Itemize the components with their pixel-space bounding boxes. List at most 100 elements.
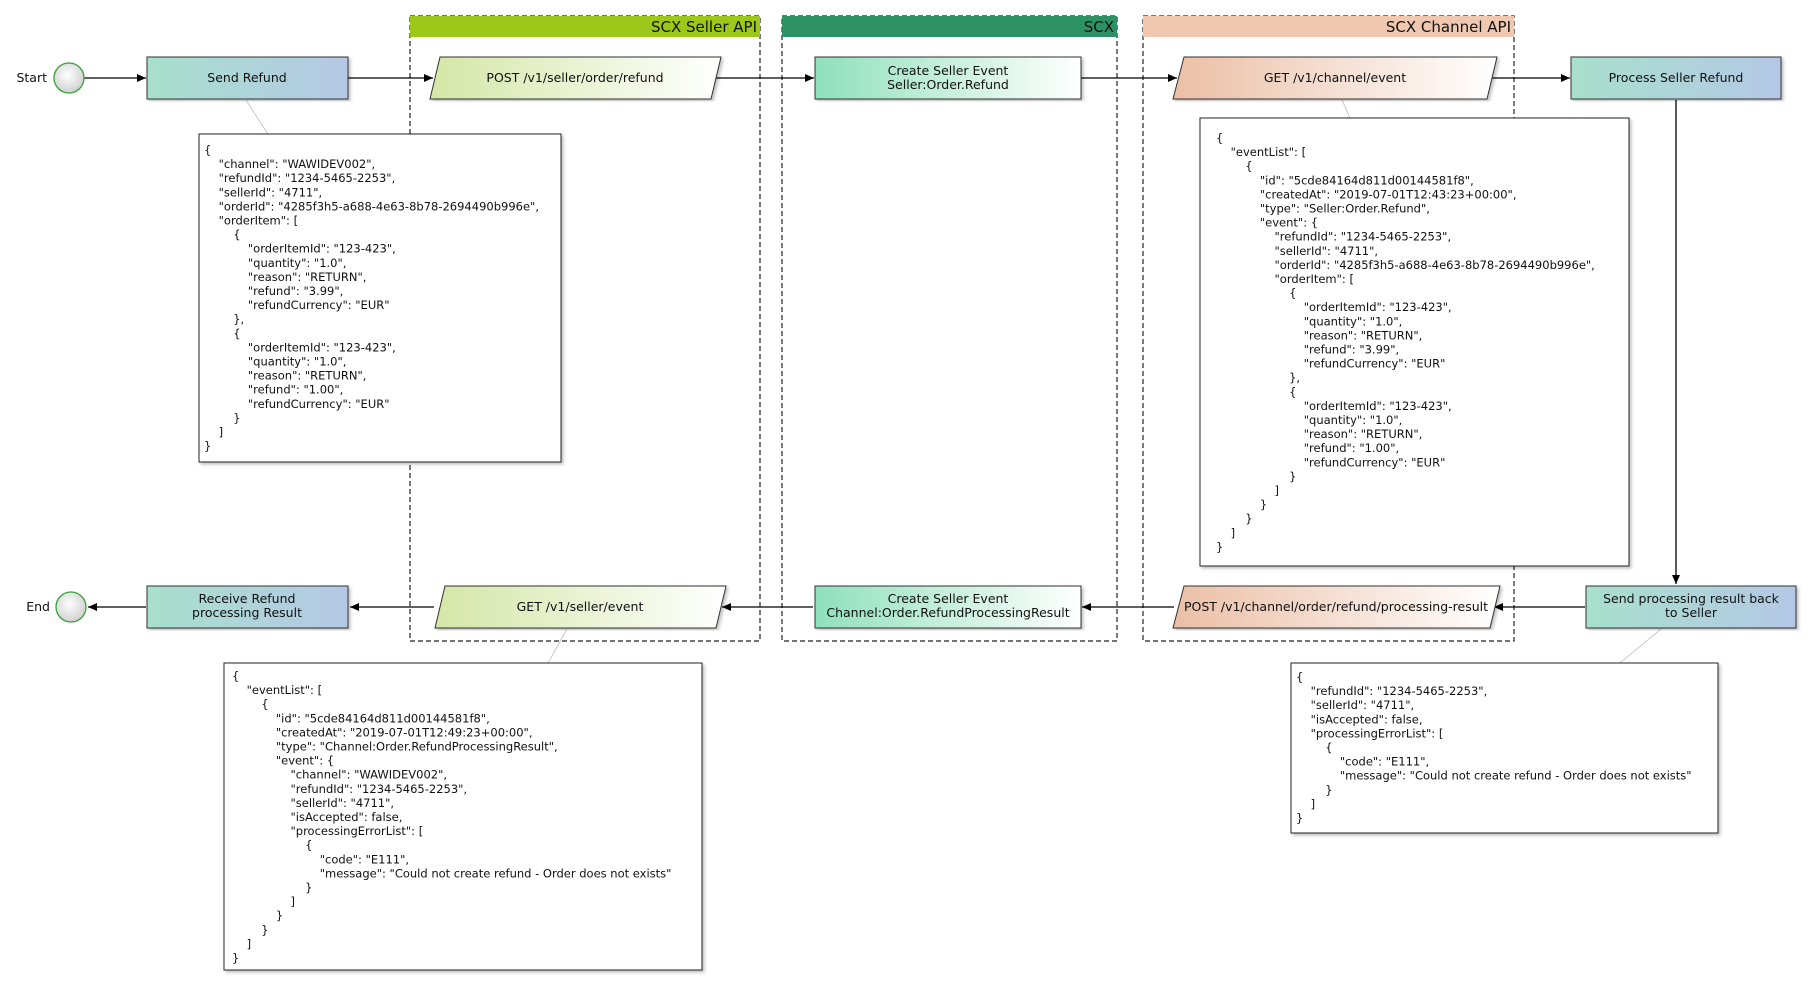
note-line: "type": "Seller:Order.Refund", <box>1216 202 1430 216</box>
io-get-channel-event: GET /v1/channel/event <box>1172 56 1498 100</box>
note-line: "quantity": "1.0", <box>1216 413 1402 427</box>
io-get-seller-event: GET /v1/seller/event <box>434 585 727 629</box>
note-line: } <box>232 881 312 895</box>
note-line: { <box>232 838 312 852</box>
note-line: "isAccepted": false, <box>1296 712 1423 726</box>
note-line: "message": "Could not create refund - Or… <box>1296 769 1692 783</box>
io-post-seller-refund: POST /v1/seller/order/refund <box>429 56 722 100</box>
note-line: "orderId": "4285f3h5-a688-4e63-8b78-2694… <box>1216 258 1595 272</box>
note-line: "refundCurrency": "EUR" <box>1216 357 1445 371</box>
note-line: "channel": "WAWIDEV002", <box>232 768 447 782</box>
note-line: { <box>232 669 239 683</box>
note-line: "refund": "1.00", <box>1216 441 1399 455</box>
task-send-processing-result-line2: to Seller <box>1665 605 1718 620</box>
task-create-seller-event-refund-line1: Create Seller Event <box>888 63 1009 78</box>
note-line: }, <box>204 312 244 326</box>
note-line: "sellerId": "4711", <box>232 796 394 810</box>
end-event: End <box>26 591 87 623</box>
io-get-channel-event-label: GET /v1/channel/event <box>1264 70 1406 85</box>
flow-arrows <box>84 74 1680 611</box>
note-line: ] <box>232 937 251 951</box>
note-line: } <box>204 411 241 425</box>
note-line: "refundId": "1234-5465-2253", <box>204 171 395 185</box>
note-line: { <box>1296 741 1333 755</box>
note-line: "code": "E111", <box>1296 755 1429 769</box>
note-line: ] <box>232 895 295 909</box>
io-post-channel-processing-result: POST /v1/channel/order/refund/processing… <box>1172 585 1501 629</box>
note-line: "refundCurrency": "EUR" <box>204 298 390 312</box>
lane-scx: SCX <box>781 15 1118 642</box>
note-line: "event": { <box>232 754 334 768</box>
note-channel-event-payload: { "eventList": [ { "id": "5cde84164d811d… <box>1199 117 1630 567</box>
task-create-seller-event-processing: Create Seller Event Channel:Order.Refund… <box>814 585 1082 629</box>
note-processing-result-payload: { "refundId": "1234-5465-2253", "sellerI… <box>1290 662 1719 834</box>
note-line: } <box>1216 512 1253 526</box>
note-line: "refund": "1.00", <box>204 383 343 397</box>
note-line: { <box>1216 159 1253 173</box>
note-line: "orderItemId": "123-423", <box>1216 300 1452 314</box>
task-send-processing-result-line1: Send processing result back <box>1603 591 1780 606</box>
note-line: } <box>1216 469 1296 483</box>
note-connectors <box>245 99 1662 664</box>
task-create-seller-event-refund-line2: Seller:Order.Refund <box>887 77 1009 92</box>
task-receive-refund-result-line2: processing Result <box>192 605 302 620</box>
note-line: ] <box>204 425 223 439</box>
note-line: ] <box>1296 797 1315 811</box>
note-line: "refundCurrency": "EUR" <box>204 397 390 411</box>
note-line: } <box>232 909 283 923</box>
note-seller-event-payload: { "eventList": [ { "id": "5cde84164d811d… <box>223 662 703 971</box>
note-line: "processingErrorList": [ <box>1296 726 1443 740</box>
note-channel-event-text: { "eventList": [ { "id": "5cde84164d811d… <box>1216 131 1595 554</box>
note-line: "sellerId": "4711", <box>204 185 322 199</box>
note-line: { <box>204 143 211 157</box>
note-line: { <box>1296 670 1303 684</box>
note-line: "eventList": [ <box>232 683 322 697</box>
note-line: "refundCurrency": "EUR" <box>1216 455 1445 469</box>
note-line: "message": "Could not create refund - Or… <box>232 866 671 880</box>
note-line: "reason": "RETURN", <box>204 270 366 284</box>
note-line: "id": "5cde84164d811d00144581f8", <box>1216 173 1474 187</box>
lane-seller-api: SCX Seller API <box>409 15 761 642</box>
task-create-seller-event-processing-line1: Create Seller Event <box>888 591 1009 606</box>
note-line: "event": { <box>1216 216 1318 230</box>
note-line: "createdAt": "2019-07-01T12:43:23+00:00"… <box>1216 187 1516 201</box>
note-line: } <box>1296 811 1303 825</box>
note-line: "sellerId": "4711", <box>1216 244 1378 258</box>
note-line: "processingErrorList": [ <box>232 824 423 838</box>
end-label: End <box>26 599 50 614</box>
lane-title-scx: SCX <box>1084 18 1114 36</box>
start-event: Start <box>16 62 85 94</box>
note-line: } <box>204 439 211 453</box>
note-line: "refundId": "1234-5465-2253", <box>1296 684 1487 698</box>
note-line: "type": "Channel:Order.RefundProcessingR… <box>232 740 558 754</box>
task-send-refund: Send Refund <box>146 56 349 100</box>
note-line: { <box>232 697 269 711</box>
note-line: { <box>1216 131 1223 145</box>
note-line: "orderItemId": "123-423", <box>204 242 396 256</box>
task-process-seller-refund-label: Process Seller Refund <box>1609 70 1744 85</box>
note-processing-result-text: { "refundId": "1234-5465-2253", "sellerI… <box>1296 670 1692 825</box>
task-receive-refund-result: Receive Refund processing Result <box>146 585 349 629</box>
note-line: "reason": "RETURN", <box>1216 427 1422 441</box>
task-receive-refund-result-line1: Receive Refund <box>199 591 296 606</box>
note-line: "eventList": [ <box>1216 145 1306 159</box>
task-process-seller-refund: Process Seller Refund <box>1570 56 1782 100</box>
task-send-processing-result: Send processing result back to Seller <box>1585 585 1797 629</box>
note-line: "channel": "WAWIDEV002", <box>204 157 375 171</box>
note-line: } <box>232 951 239 965</box>
note-line: "orderItem": [ <box>204 214 298 228</box>
note-line: "orderId": "4285f3h5-a688-4e63-8b78-2694… <box>204 199 539 213</box>
note-line: } <box>1216 498 1267 512</box>
note-line: "quantity": "1.0", <box>204 256 346 270</box>
note-line: "orderItem": [ <box>1216 272 1354 286</box>
note-line: "refundId": "1234-5465-2253", <box>232 782 467 796</box>
note-line: "reason": "RETURN", <box>1216 328 1422 342</box>
note-line: { <box>1216 385 1296 399</box>
note-line: "isAccepted": false, <box>232 810 402 824</box>
note-line: } <box>1216 540 1223 554</box>
note-seller-event-text: { "eventList": [ { "id": "5cde84164d811d… <box>232 669 671 965</box>
note-line: ] <box>1216 526 1235 540</box>
note-line: "reason": "RETURN", <box>204 369 366 383</box>
note-line: "refund": "3.99", <box>204 284 343 298</box>
